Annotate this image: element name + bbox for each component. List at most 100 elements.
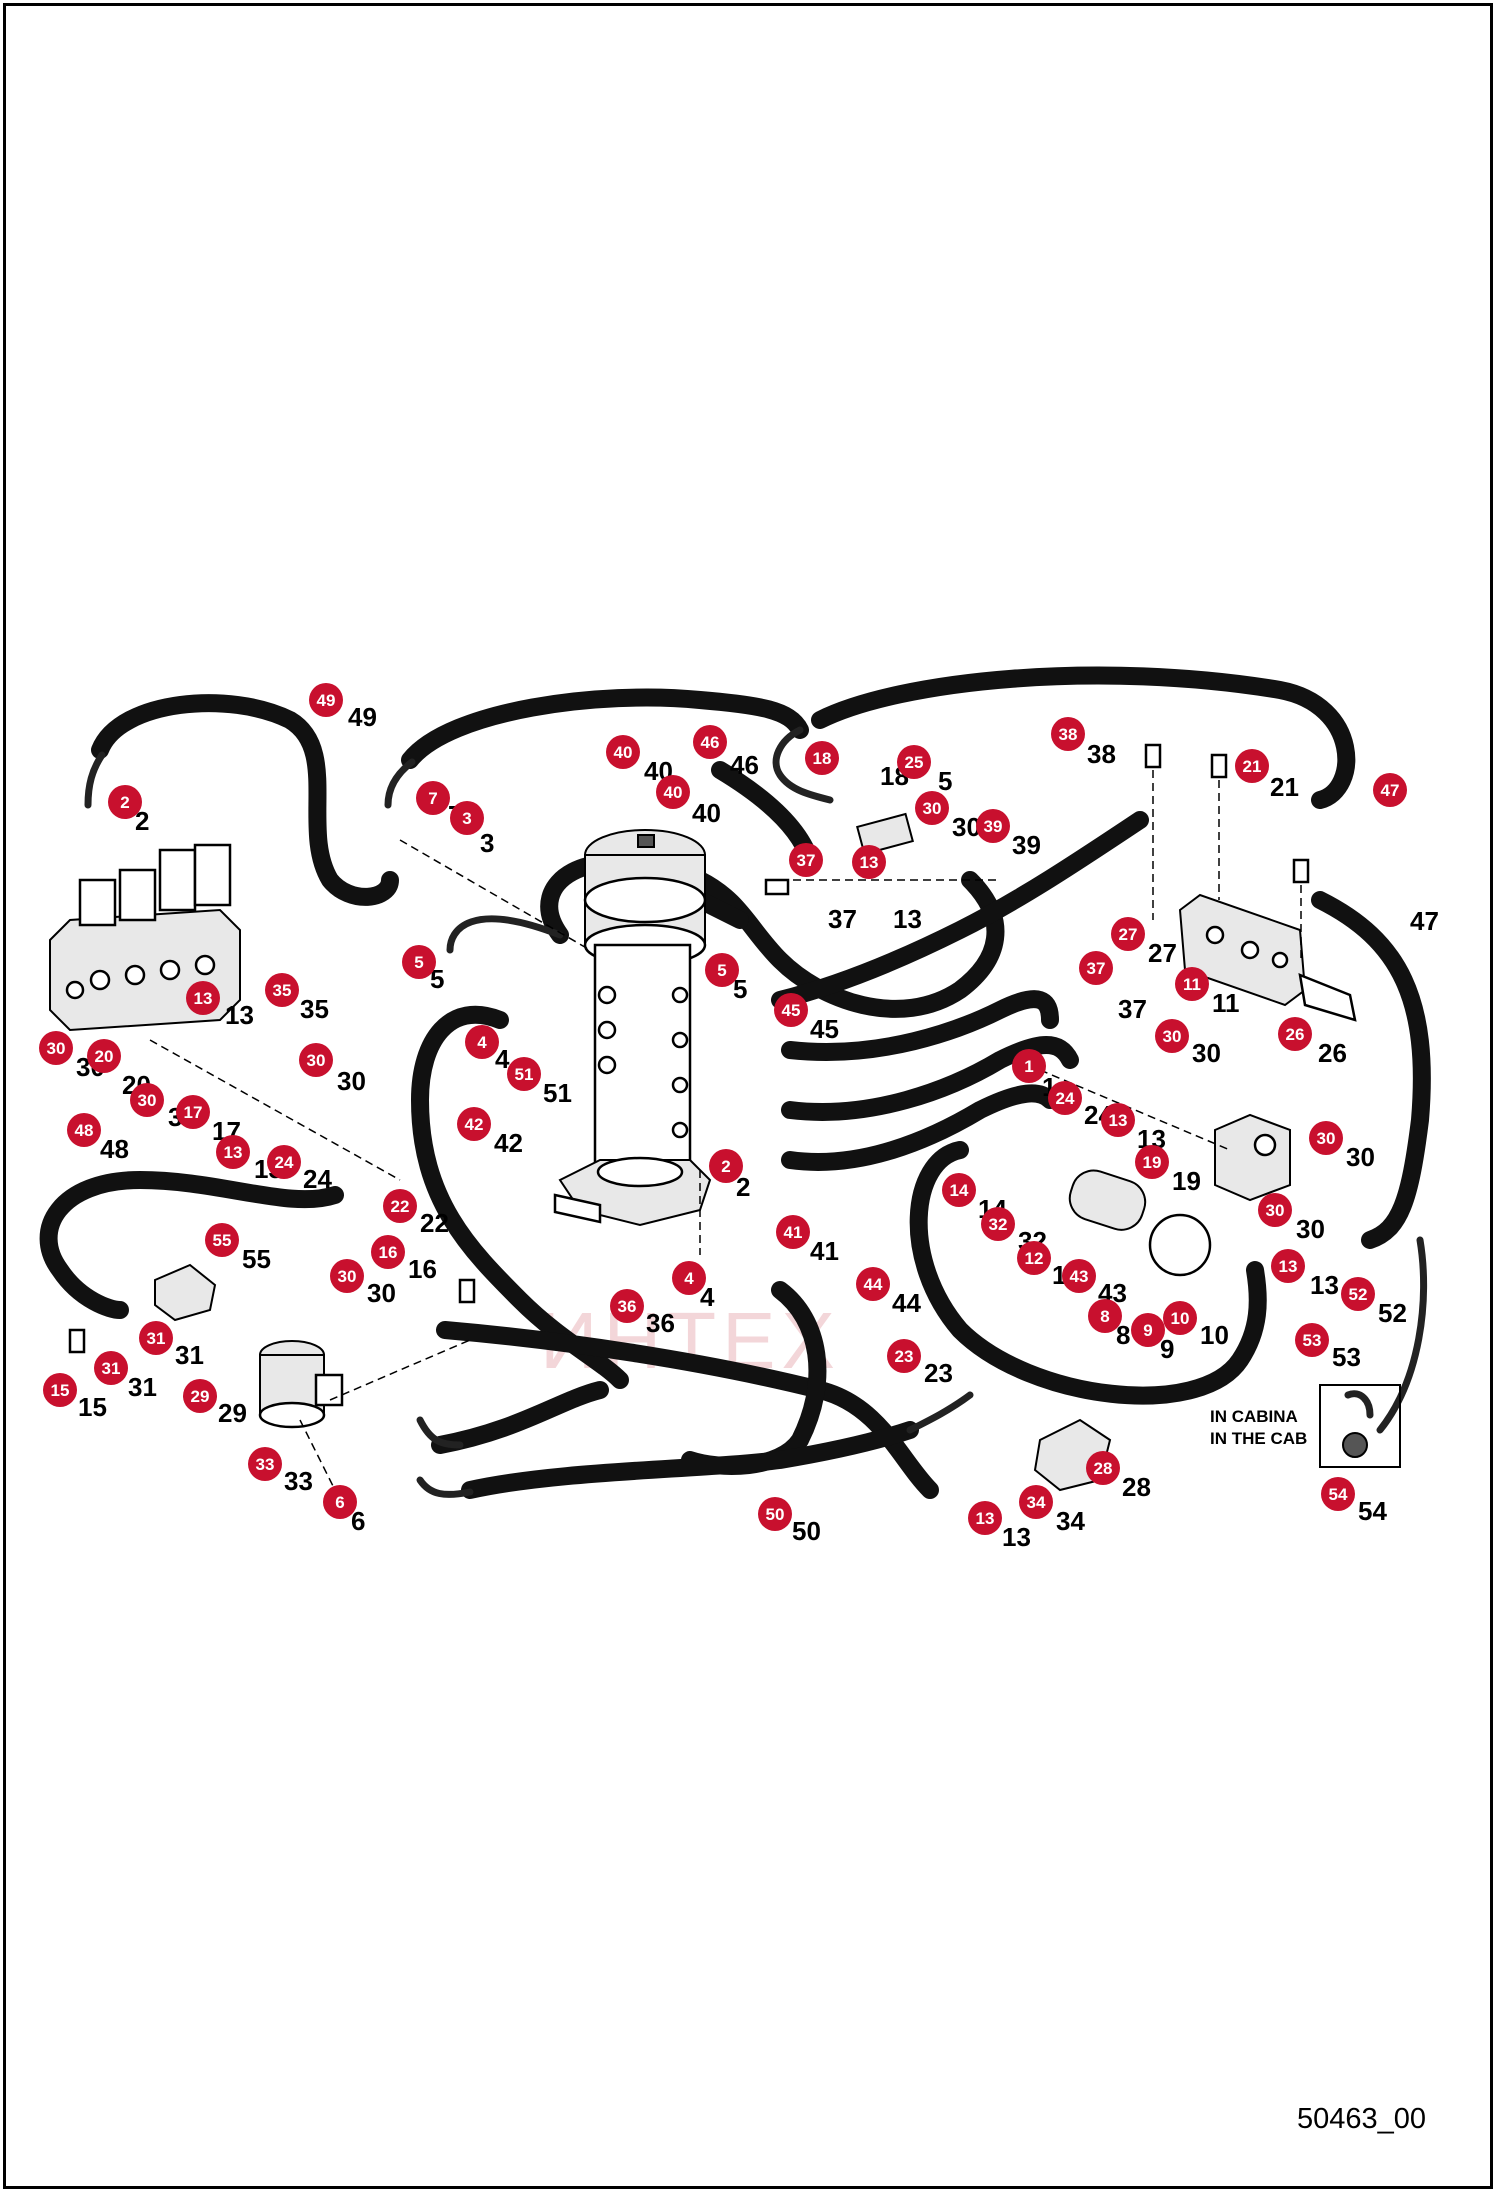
callout-number: 54 [1329, 1485, 1348, 1504]
callout-circle [87, 1039, 121, 1073]
callout-circle [108, 785, 142, 819]
callout-45: 45 [774, 993, 808, 1027]
callout-44: 44 [856, 1267, 890, 1301]
callout-circle [267, 1145, 301, 1179]
callout-39: 39 [976, 809, 1010, 843]
callout-circle [1012, 1049, 1046, 1083]
callout-22: 22 [383, 1189, 417, 1223]
callout-2: 2 [709, 1149, 743, 1183]
callout-circle [1258, 1193, 1292, 1227]
callout-circle [1131, 1313, 1165, 1347]
callout-number: 2 [120, 793, 129, 812]
callout-circle [758, 1497, 792, 1531]
ref-number-36: 36 [646, 1308, 675, 1338]
callout-number: 40 [664, 783, 683, 802]
callout-circle [968, 1501, 1002, 1535]
ref-number-42: 42 [494, 1128, 523, 1158]
ref-number-24: 24 [303, 1164, 332, 1194]
ref-number-9: 9 [1160, 1334, 1174, 1364]
callout-circle [416, 781, 450, 815]
callout-number: 9 [1143, 1321, 1152, 1340]
drawing-frame [3, 3, 1493, 2189]
callout-circle [1373, 773, 1407, 807]
callout-42: 42 [457, 1107, 491, 1141]
ref-number-41: 41 [810, 1236, 839, 1266]
callout-circle [709, 1149, 743, 1183]
callout-number: 13 [1279, 1257, 1298, 1276]
callout-circle [371, 1235, 405, 1269]
hose-2 [781, 1084, 1059, 1171]
ref-number-19: 19 [1172, 1166, 1201, 1196]
callout-9: 9 [1131, 1313, 1165, 1347]
callout-number: 30 [1163, 1027, 1182, 1046]
callout-circle [1235, 749, 1269, 783]
callout-52: 52 [1341, 1277, 1375, 1311]
callout-circle [774, 993, 808, 1027]
callout-circle [1341, 1277, 1375, 1311]
hose-38 [811, 666, 1356, 809]
callout-circle [450, 801, 484, 835]
ref-number-35: 35 [300, 994, 329, 1024]
callout-number: 15 [51, 1381, 70, 1400]
ref-number-46: 46 [730, 750, 759, 780]
callout-circle [67, 1113, 101, 1147]
callout-circle [94, 1351, 128, 1385]
callout-circle [465, 1025, 499, 1059]
callout-number: 53 [1303, 1331, 1322, 1350]
callout-1: 1 [1012, 1049, 1046, 1083]
pipe-49-end [84, 751, 106, 809]
valve-port-3 [159, 959, 181, 981]
ref-number-30: 30 [1192, 1038, 1221, 1068]
callout-circle [656, 775, 690, 809]
callout-circle [1295, 1323, 1329, 1357]
callout-3: 3 [450, 801, 484, 835]
callout-41: 41 [776, 1215, 810, 1249]
callout-number: 1 [1024, 1057, 1033, 1076]
ref-number-45: 45 [810, 1014, 839, 1044]
pipes [84, 726, 1428, 1498]
callout-circle [43, 1373, 77, 1407]
callout-circle [1309, 1121, 1343, 1155]
rotary-bracket [553, 1193, 602, 1224]
callout-number: 28 [1094, 1459, 1113, 1478]
callout-37: 37 [789, 843, 823, 877]
callout-23: 23 [887, 1339, 921, 1373]
callout-circle [1111, 917, 1145, 951]
callout-number: 11 [1183, 975, 1201, 994]
rotary-logo [637, 834, 655, 848]
callout-6: 6 [323, 1485, 357, 1519]
filter-assembly [1068, 1113, 1291, 1277]
callout-33: 33 [248, 1447, 282, 1481]
callout-number: 51 [515, 1065, 534, 1084]
callout-30: 30 [130, 1083, 164, 1117]
ref-number-52: 52 [1378, 1298, 1407, 1328]
callout-number: 30 [338, 1267, 357, 1286]
ref-number-30: 30 [337, 1066, 366, 1096]
callout-number: 17 [184, 1103, 203, 1122]
ref-number-38: 38 [1087, 739, 1116, 769]
callout-circle [1088, 1299, 1122, 1333]
callout-number: 50 [766, 1505, 785, 1524]
callout-number: 22 [391, 1197, 410, 1216]
ref-number-3: 3 [480, 828, 494, 858]
callout-number: 13 [1109, 1111, 1128, 1130]
callout-4: 4 [465, 1025, 499, 1059]
ref-number-13: 13 [1310, 1270, 1339, 1300]
ref-number-15: 15 [78, 1392, 107, 1422]
callout-32: 32 [981, 1207, 1015, 1241]
callout-49: 49 [309, 683, 343, 717]
callout-31: 31 [94, 1351, 128, 1385]
callout-circle [330, 1259, 364, 1293]
ref-number-40: 40 [692, 798, 721, 828]
callout-circle [942, 1173, 976, 1207]
callout-circle [856, 1267, 890, 1301]
rotary-joint [553, 829, 712, 1227]
callout-number: 24 [1056, 1089, 1075, 1108]
callout-number: 10 [1171, 1309, 1190, 1328]
cab-box-frame [1319, 1384, 1401, 1468]
ref-number-4: 4 [495, 1044, 510, 1074]
callout-circle [1019, 1485, 1053, 1519]
callout-number: 30 [1317, 1129, 1336, 1148]
callout-50: 50 [758, 1497, 792, 1531]
valve-section-4 [193, 843, 232, 907]
